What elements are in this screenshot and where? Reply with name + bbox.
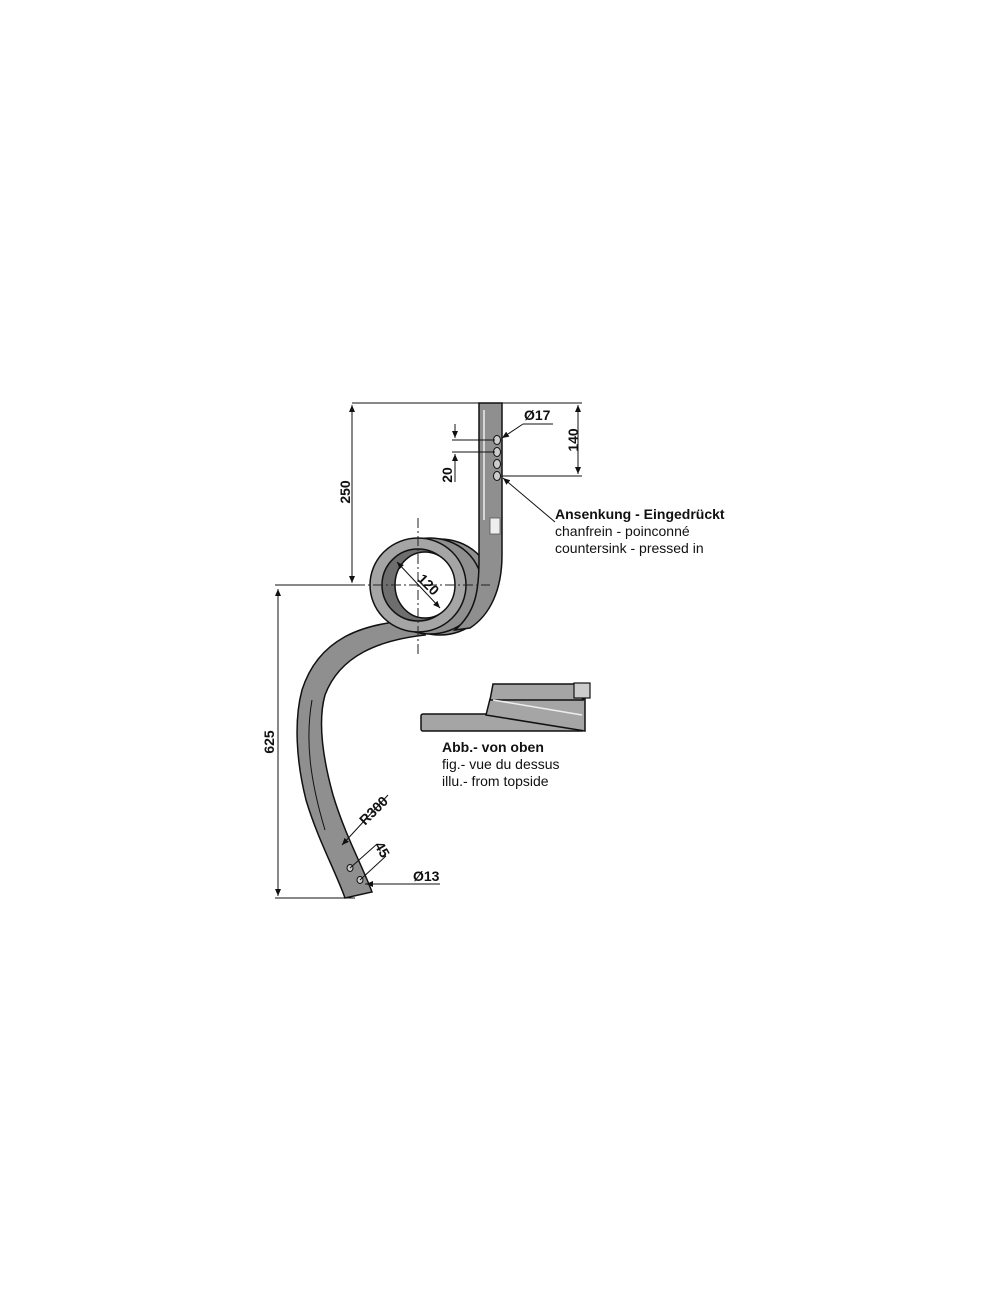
dim-hole-13: Ø13 (413, 868, 440, 884)
top-view-de: Abb.- von oben (442, 739, 544, 755)
tine-shank (452, 402, 503, 632)
top-view-en: illu.- from topside (442, 773, 549, 789)
dim-625: 625 (261, 730, 277, 754)
dim-250: 250 (337, 480, 353, 504)
tine-blade (296, 619, 427, 899)
dim-20: 20 (439, 467, 455, 483)
dim-r300: R300 (356, 793, 391, 828)
dim-45: 45 (372, 839, 394, 861)
countersink-note: Ansenkung - Eingedrückt chanfrein - poin… (555, 506, 725, 557)
top-view (420, 682, 591, 732)
top-view-fr: fig.- vue du dessus (442, 756, 560, 772)
countersink-de: Ansenkung - Eingedrückt (555, 506, 725, 522)
dim-140: 140 (565, 428, 581, 452)
mounting-holes (493, 435, 501, 481)
dim-hole-17: Ø17 (524, 407, 551, 423)
countersink-fr: chanfrein - poinconné (555, 523, 690, 539)
top-view-note: Abb.- von oben fig.- vue du dessus illu.… (442, 739, 560, 790)
countersink-en: countersink - pressed in (555, 540, 704, 556)
